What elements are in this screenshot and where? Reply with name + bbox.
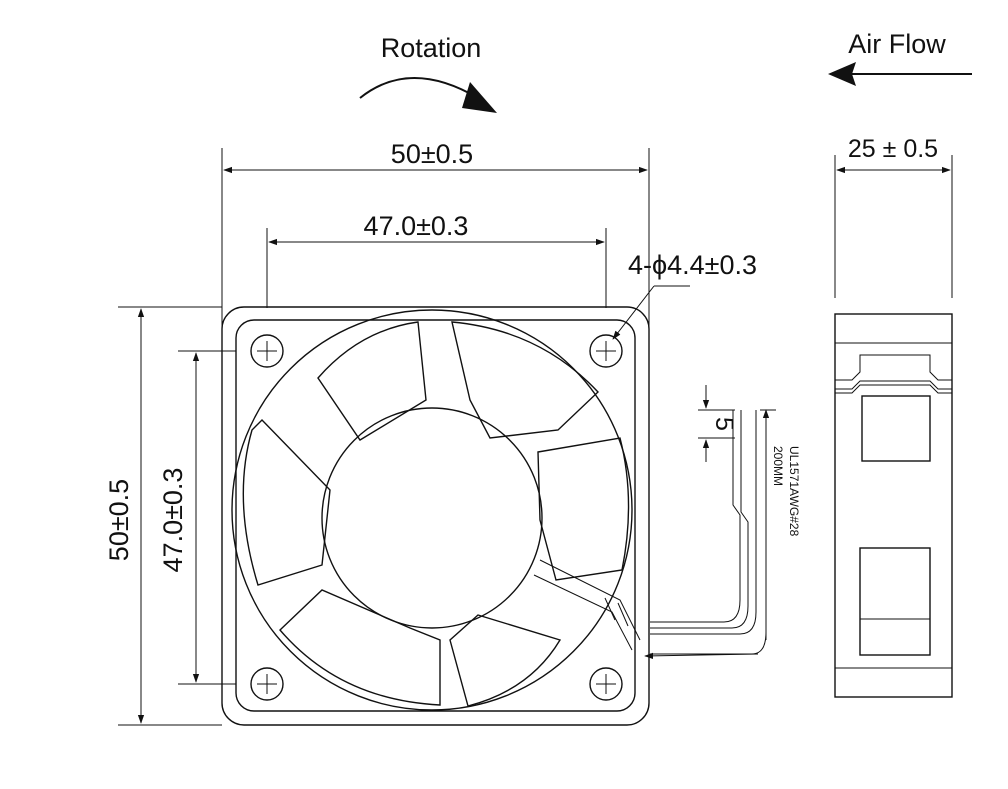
rotation-arrow (359, 77, 497, 113)
lead-wires (650, 410, 767, 655)
wire-strip-dimension: 5 (698, 385, 738, 462)
dimension-width-holes: 47.0±0.3 (266, 211, 607, 308)
fan-front-view (221, 306, 650, 726)
fan-blades (242, 321, 630, 707)
fan-side-view: 25 ± 0.5 (834, 135, 953, 698)
fan-hub (321, 407, 543, 629)
wire-strip-label: 5 (710, 417, 738, 431)
width-holes-label: 47.0±0.3 (364, 211, 469, 241)
dimension-width-overall: 50±0.5 (221, 139, 650, 345)
mounting-hole-top-right (589, 334, 623, 368)
height-holes-label: 47.0±0.3 (158, 468, 188, 573)
air-flow-label: Air Flow (848, 29, 946, 59)
mounting-hole-bottom-right (589, 667, 623, 701)
wire-length-label: 200MM (771, 446, 785, 486)
hole-spec-label: 4-ϕ4.4±0.3 (628, 250, 757, 280)
dimension-height-holes: 47.0±0.3 (158, 350, 236, 685)
rotation-label: Rotation (381, 33, 482, 63)
dimension-height-overall: 50±0.5 (104, 306, 222, 726)
air-flow-arrow (828, 62, 972, 86)
wire-spec-label: UL1571AWG#28 (787, 446, 801, 537)
height-overall-label: 50±0.5 (104, 479, 134, 561)
wire-length-dimension: UL1571AWG#28 200MM (644, 409, 801, 660)
hole-spec-callout: 4-ϕ4.4±0.3 (612, 250, 757, 340)
width-overall-label: 50±0.5 (391, 139, 473, 169)
thickness-label: 25 ± 0.5 (848, 135, 938, 163)
mounting-hole-bottom-left (250, 667, 284, 701)
mounting-hole-top-left (250, 334, 284, 368)
